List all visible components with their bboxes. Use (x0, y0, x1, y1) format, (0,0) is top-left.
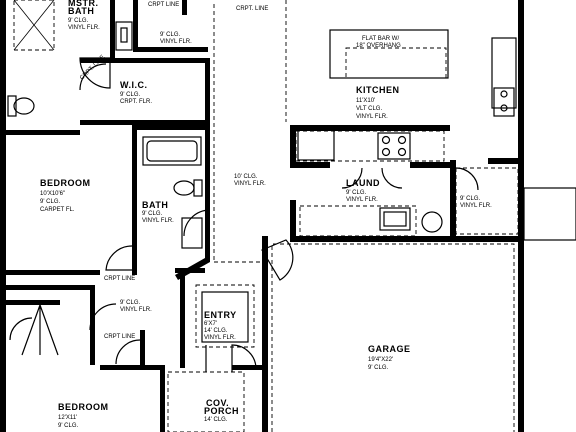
kitchen-floor: VINYL FLR. (356, 114, 388, 120)
flat-bar-label: FLAT BAR W/ (362, 36, 399, 42)
porch-label-2: PORCH (204, 406, 239, 416)
bedroom-left-size: 10'X10'6" (40, 191, 65, 197)
kitchen-size: 11'X10' (356, 98, 375, 104)
hall-top-ceiling: 9' CLG. (160, 32, 180, 38)
flat-bar-overhang: 18" OVERHANG (356, 43, 401, 49)
laund-floor: VINYL FLR. (346, 197, 378, 203)
bath-label: BATH (142, 200, 168, 210)
fixtures (7, 0, 576, 432)
crpt-line-top2-label: CRPT. LINE (236, 6, 268, 12)
bath-floor: VINYL FLR. (142, 218, 174, 224)
entry-floor: VINYL FLR. (204, 335, 236, 341)
entry-label: ENTRY (204, 310, 237, 320)
bath-ceiling: 9' CLG. (142, 211, 162, 217)
porch-ceiling: 14' CLG. (204, 417, 228, 423)
wic-floor: CRPT. FLR. (120, 99, 152, 105)
labels: MSTR. BATH 9' CLG. VINYL FLR. CRPT LINE … (40, 0, 492, 429)
porch-label: COV. (206, 398, 229, 408)
living-ceiling: 10' CLG. (234, 174, 258, 180)
laund-ceiling: 9' CLG. (346, 190, 366, 196)
entry-ceiling: 14' CLG. (204, 328, 228, 334)
bedroom-left-label: BEDROOM (40, 178, 91, 188)
bedroom-left-ceiling: 9' CLG. (40, 199, 60, 205)
pantry-ceiling: 9' CLG. (460, 196, 480, 202)
garage-ceiling: 9' CLG. (368, 365, 388, 371)
bedroom-left-floor: CARPET FL. (40, 207, 75, 213)
hall-mid-floor: VINYL FLR. (120, 307, 152, 313)
crpt-line-low-label: CRPT LINE (104, 334, 135, 340)
walls (0, 0, 524, 432)
wic-ceiling: 9' CLG. (120, 92, 140, 98)
mstr-bath-floor: VINYL FLR. (68, 25, 100, 31)
laund-label: LAUND (346, 178, 380, 188)
mstr-bath-ceiling: 9' CLG. (68, 18, 88, 24)
crpt-line-top-label: CRPT LINE (148, 2, 179, 8)
garage-label: GARAGE (368, 344, 411, 354)
kitchen-label: KITCHEN (356, 85, 400, 95)
bedroom-bottom-ceiling: 9' CLG. (58, 423, 78, 429)
hall-top-floor: VINYL FLR. (160, 39, 192, 45)
mstr-bath-label-2: BATH (68, 6, 94, 16)
crpt-line-mid-label: CRPT LINE (104, 276, 135, 282)
bedroom-bottom-label: BEDROOM (58, 402, 109, 412)
garage-size: 19'4"X22' (368, 357, 393, 363)
kitchen-ceiling: VLT CLG. (356, 106, 382, 112)
mstr-bath-label: MSTR. (68, 0, 99, 8)
doors (9, 57, 479, 372)
bedroom-bottom-size: 12'X11' (58, 415, 77, 421)
pantry-floor: VINYL FLR. (460, 203, 492, 209)
hall-mid-ceiling: 9' CLG. (120, 300, 140, 306)
living-floor: VINYL FLR. (234, 181, 266, 187)
wic-label: W.I.C. (120, 80, 148, 90)
entry-size: 6'X7' (204, 321, 217, 327)
